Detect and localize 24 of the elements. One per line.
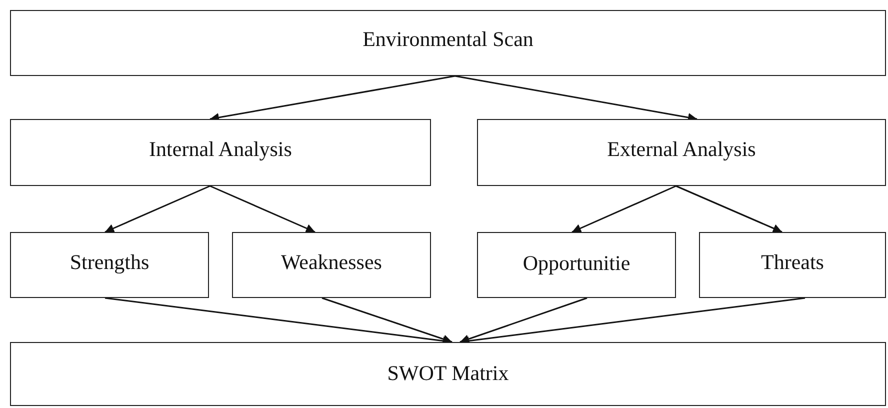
box-label: Strengths (70, 250, 150, 276)
process-box (10, 342, 886, 406)
arrow (676, 185, 782, 233)
arrow (210, 185, 316, 233)
arrow (322, 297, 452, 344)
box-label: Weaknesses (281, 250, 382, 276)
arrow (572, 185, 676, 233)
process-box (477, 232, 676, 298)
box-label: Environmental Scan (362, 27, 534, 53)
arrow (210, 75, 456, 122)
process-box (232, 232, 431, 298)
box-label: Threats (761, 250, 824, 276)
process-box (10, 119, 431, 186)
process-box (10, 10, 886, 76)
box-label: SWOT Matrix (387, 361, 509, 387)
box-label: Internal Analysis (149, 137, 292, 163)
arrow (460, 297, 588, 344)
process-box (699, 232, 886, 298)
box-label: Opportunitie (522, 251, 630, 277)
process-box (477, 119, 886, 186)
arrow (454, 75, 698, 122)
arrow (104, 185, 210, 233)
box-label: External Analysis (607, 137, 756, 163)
process-box (10, 232, 209, 298)
